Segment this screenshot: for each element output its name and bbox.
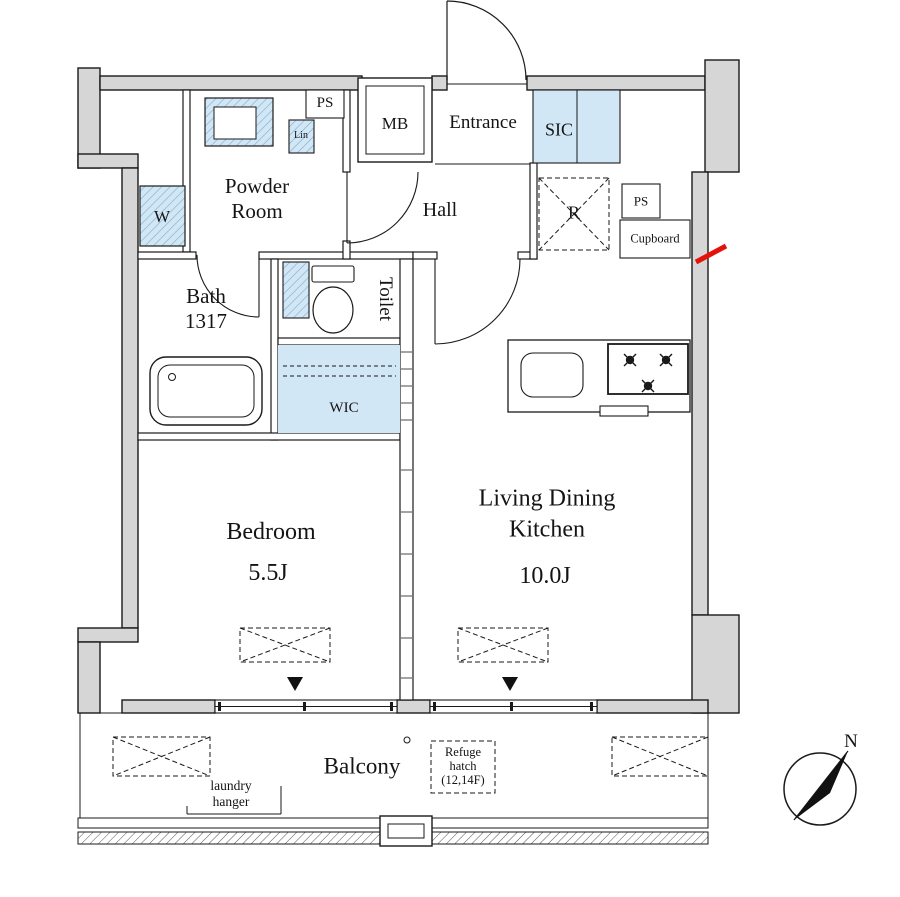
- kitchen-sink-icon: [520, 352, 584, 398]
- powder-bath-door-arc: [196, 254, 260, 318]
- hall-powder-door-arc: [346, 171, 419, 244]
- ps-duct-box-top: [305, 89, 345, 119]
- stove-burners-icon: [623, 353, 673, 393]
- bedroom-window: [214, 699, 398, 714]
- laundry-hanger-bracket: [186, 786, 282, 815]
- hall-ldk-door-arc: [434, 258, 521, 345]
- exterior-walls: [77, 59, 740, 714]
- ldk-window: [429, 699, 598, 714]
- toilet-icon: [282, 261, 355, 334]
- red-wall-mark: [694, 243, 728, 265]
- entrance-threshold: [435, 76, 530, 165]
- washing-machine-icon: [139, 185, 186, 247]
- washstand-icon: [204, 97, 274, 147]
- ps-duct-box-right: [621, 183, 661, 219]
- wall-hatch-ticks: [401, 351, 412, 679]
- cupboard-box: [619, 219, 691, 259]
- refrigerator-box: [538, 177, 610, 251]
- kitchen-counter: [507, 339, 691, 417]
- balcony-vent-box: [379, 815, 433, 847]
- window-triangle-markers: [287, 677, 518, 691]
- wic-closet: [278, 345, 400, 433]
- bathtub-icon: [149, 356, 263, 426]
- entrance-door-arc: [446, 0, 527, 81]
- sic-closet: [532, 89, 621, 164]
- north-needle-icon: [794, 751, 848, 820]
- meter-box: [357, 77, 433, 163]
- dashed-crate-boxes: [112, 627, 709, 777]
- compass-icon: [783, 750, 857, 826]
- refuge-hatch-box: [403, 736, 496, 794]
- linen-closet: [288, 119, 315, 154]
